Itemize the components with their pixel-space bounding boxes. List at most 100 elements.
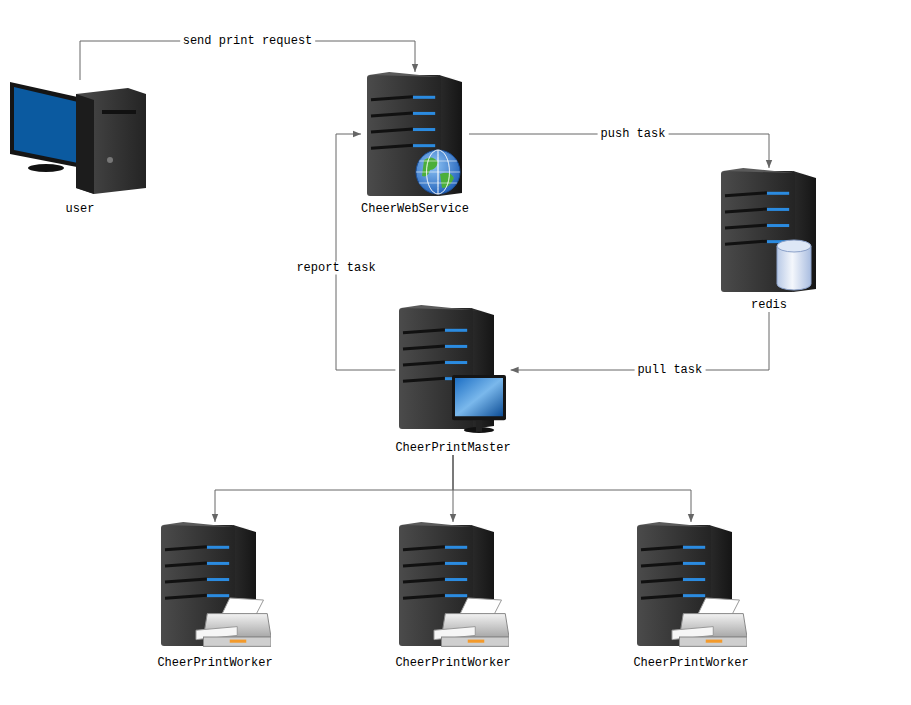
drive-slot <box>403 378 445 381</box>
drive-light <box>767 192 789 195</box>
monitor-screen <box>455 378 503 416</box>
drive-light <box>207 578 229 581</box>
printer-base <box>680 637 748 646</box>
drive-slot <box>403 563 445 566</box>
drive-light <box>207 562 229 565</box>
drive-slot <box>725 241 767 244</box>
server-top <box>401 305 492 312</box>
drive-light <box>683 578 705 581</box>
printer-strip <box>230 640 247 643</box>
connector <box>453 455 691 522</box>
drive-slot <box>403 595 445 598</box>
drive-slot <box>641 579 683 582</box>
edge-label: report task <box>293 262 378 275</box>
node-icon <box>719 168 819 292</box>
drive-light <box>413 128 435 131</box>
printer-base <box>442 637 510 646</box>
drive-slot <box>403 330 445 333</box>
drive-slot <box>403 579 445 582</box>
node-label: CheerPrintWorker <box>633 656 748 670</box>
node-label: CheerPrintWorker <box>157 656 272 670</box>
drive-slot <box>371 129 413 132</box>
printer-strip <box>706 640 723 643</box>
drive-slot <box>641 547 683 550</box>
pc-tower-side <box>76 94 94 194</box>
drive-slot <box>371 145 413 148</box>
node-label: CheerWebService <box>361 202 469 216</box>
drive-slot <box>165 547 207 550</box>
drive-light <box>683 546 705 549</box>
database-cylinder <box>777 246 811 290</box>
monitor-frame <box>452 375 506 420</box>
edge-label: pull task <box>634 364 705 377</box>
drive-slot <box>641 595 683 598</box>
paper <box>698 598 739 615</box>
pc-screen <box>14 87 78 163</box>
globe <box>416 150 460 194</box>
paper <box>222 598 263 615</box>
drive-light <box>207 546 229 549</box>
edge-label: send print request <box>180 35 316 48</box>
server-node: CheerPrintMaster <box>395 305 510 455</box>
drive-light <box>445 562 467 565</box>
drive-slot <box>641 563 683 566</box>
pc-tower <box>76 88 146 194</box>
server-node: CheerPrintWorker <box>395 522 510 670</box>
printer-strip <box>468 640 485 643</box>
drive-slot <box>165 563 207 566</box>
node-icon <box>635 522 747 650</box>
drive-light <box>413 144 435 147</box>
server-top <box>723 168 814 175</box>
drive-slot <box>725 193 767 196</box>
drive-light <box>445 594 467 597</box>
drive-light <box>445 345 467 348</box>
drive-light <box>683 562 705 565</box>
drive-light <box>445 578 467 581</box>
drive-light <box>413 112 435 115</box>
database-top <box>777 240 811 252</box>
drive-slot <box>371 97 413 100</box>
printer-base <box>204 637 272 646</box>
server-top <box>163 522 254 529</box>
paper <box>460 598 501 615</box>
drive-slot <box>165 579 207 582</box>
drive-slot <box>403 346 445 349</box>
drive-light <box>767 224 789 227</box>
globe-grid <box>419 183 457 184</box>
server-node: CheerWebService <box>361 72 469 216</box>
drive-light <box>207 594 229 597</box>
node-icon <box>397 305 509 435</box>
drive-light <box>683 594 705 597</box>
node-label: redis <box>751 298 787 312</box>
server-node: user <box>10 80 150 216</box>
drive-light <box>413 96 435 99</box>
drive-slot <box>725 225 767 228</box>
node-label: CheerPrintWorker <box>395 656 510 670</box>
server-top <box>639 522 730 529</box>
node-label: CheerPrintMaster <box>395 441 510 455</box>
server-node: redis <box>719 168 819 312</box>
server-top <box>369 72 460 79</box>
server-top <box>401 522 492 529</box>
drive-light <box>445 329 467 332</box>
pc-drive <box>102 110 136 114</box>
connector <box>511 312 769 370</box>
server-node: CheerPrintWorker <box>633 522 748 670</box>
node-icon <box>365 72 465 196</box>
connector <box>215 455 453 522</box>
drive-slot <box>403 362 445 365</box>
drive-slot <box>403 547 445 550</box>
drive-slot <box>371 113 413 116</box>
node-label: user <box>66 202 95 216</box>
edge-label: push task <box>598 128 669 141</box>
pc-button <box>107 157 113 163</box>
drive-light <box>767 208 789 211</box>
globe-grid <box>419 161 457 162</box>
drive-slot <box>165 595 207 598</box>
node-icon <box>10 80 150 196</box>
drive-light <box>445 546 467 549</box>
node-icon <box>159 522 271 650</box>
globe-grid <box>416 172 460 173</box>
node-icon <box>397 522 509 650</box>
drive-slot <box>725 209 767 212</box>
